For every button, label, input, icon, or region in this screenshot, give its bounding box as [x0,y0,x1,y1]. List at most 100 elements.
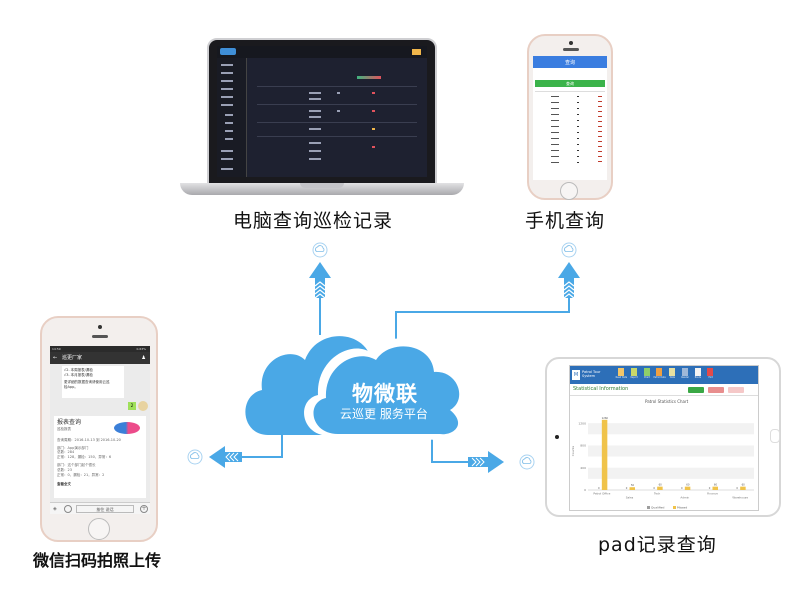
pad-subheader: Statistical Information [570,384,758,396]
arrow-up-mobile [558,262,580,299]
action-button-red[interactable] [708,387,724,393]
x-tick-label: Warehouse [732,496,748,500]
platform-subtitle: 云巡更 服务平台 [340,407,428,421]
y-tick-label: 800 [580,444,586,448]
menu-icon-reader[interactable] [681,368,688,376]
laptop-sidebar [217,58,247,177]
platform-title: 物微联 [352,382,418,406]
bar-value-label: 0 [598,486,600,490]
emoji-icon[interactable] [64,505,72,513]
grid-band [588,423,754,435]
profile-icon[interactable]: ♟ [141,355,146,361]
menu-icon-read-data[interactable] [618,368,624,376]
reply-bubble: 2 [128,402,136,410]
menu-item-patrol-data[interactable]: Patrol Data [653,367,666,383]
bar-missed[interactable] [712,486,719,490]
menu-icon-exit[interactable] [707,368,714,376]
laptop-topbar [217,46,427,58]
menu-label[interactable]: Route [694,376,702,379]
bar-missed[interactable] [684,486,691,490]
bar-value-label: 0 [709,486,711,490]
laptop-base [180,183,464,195]
pie-chart-icon [114,422,140,434]
mobile-screen: 查询 查询 [533,56,607,180]
status-bar [357,76,381,79]
cloud-sync-icon [561,242,577,258]
section-title: Statistical Information [573,386,629,392]
flag-icon [412,49,421,55]
action-button-pink[interactable] [728,387,744,393]
menu-label[interactable]: Data [669,376,675,379]
wechat-label: 微信扫码拍照上传 [33,551,162,570]
voice-icon[interactable]: ◈ [53,506,57,512]
cloud-sync-icon [187,449,203,465]
logo-icon: M [572,370,580,380]
menu-icon-report[interactable] [630,368,637,376]
legend-label[interactable]: Qualified [651,506,665,510]
menu-label[interactable]: Report [630,376,638,379]
bar-missed[interactable] [740,486,746,490]
menu-label[interactable]: Exit [708,376,713,379]
menu-item-data[interactable]: Data [666,367,679,383]
menu-icon-patrol-data[interactable] [656,368,663,376]
arrow-up-computer [309,262,331,299]
connector-to-wechat [238,432,283,458]
tablet-camera [555,435,559,439]
menu-label[interactable]: Reader [681,376,689,379]
menu-item-read-data[interactable]: Read Data [615,367,628,383]
smartphone-icon: 14:59 0.63% ← 巡更厂家 ♟ √2. 本周报表/漏检 √3. 本月报… [40,316,158,542]
grid-band [588,467,754,479]
back-icon[interactable]: ← [53,355,58,361]
bar-value-label: 50 [631,483,635,487]
chat-message-bubble: √2. 本周报表/漏检 √3. 本月报表/漏检 更详细的数据查询请使用云巡 检A… [62,366,124,398]
menu-item-chart[interactable]: Chart [641,367,654,383]
mobile-query-button[interactable]: 查询 [535,80,605,87]
report-card[interactable]: 报表查询 巡检报表 查询周期：2016-10-13 到 2016-10-20 部… [54,416,146,498]
bar-value-label: 0 [681,486,683,490]
bar-value-label: 0 [653,486,655,490]
menu-label[interactable]: Chart [643,376,650,379]
menu-icon-route[interactable] [694,368,701,376]
menu-icon-data[interactable] [669,368,675,376]
pad-brand: Patrol Tour System [582,370,601,378]
action-button-green[interactable] [688,387,704,393]
menu-label[interactable]: Patrol Data [653,376,666,379]
x-tick-label: Tech [653,492,660,496]
laptop-icon [207,38,437,185]
grid-band [588,445,754,457]
bar-value-label: 60 [686,483,690,487]
cloud-sync-icon [312,242,328,258]
computer-label: 电脑查询巡检记录 [233,210,394,232]
hold-to-talk-button[interactable]: 按住 说话 [76,505,134,513]
bar-value-label: 60 [714,483,718,487]
bar-missed[interactable] [657,486,663,490]
tablet-home-button [770,429,780,443]
bar-missed[interactable] [629,487,636,490]
cloud-icon [245,336,461,440]
bar-value-label: 60 [659,483,663,487]
menu-item-exit[interactable]: Exit [704,367,717,383]
avatar [138,401,148,411]
mobile-header: 查询 [533,56,607,68]
y-tick-label: 1200 [578,421,586,425]
menu-icon-chart[interactable] [643,368,650,376]
bar-missed[interactable] [601,419,608,490]
connector-to-pad [431,432,470,463]
menu-item-route[interactable]: Route [692,367,705,383]
laptop-notch [300,183,344,188]
menu-item-report[interactable]: Report [628,367,641,383]
legend-swatch [647,506,650,509]
legend-label[interactable]: Missed [677,506,687,510]
bar-value-label: 1260 [602,416,609,420]
bar-value-label: 60 [742,483,746,487]
arrow-right-pad [468,451,504,473]
chart-title: Patrol Statistics Chart [645,399,689,404]
menu-label[interactable]: Read Data [615,376,628,379]
x-tick-label: Finance [707,492,718,496]
menu-item-reader[interactable]: Reader [679,367,692,383]
legend-swatch [673,506,676,509]
plus-icon[interactable]: + [140,505,148,513]
